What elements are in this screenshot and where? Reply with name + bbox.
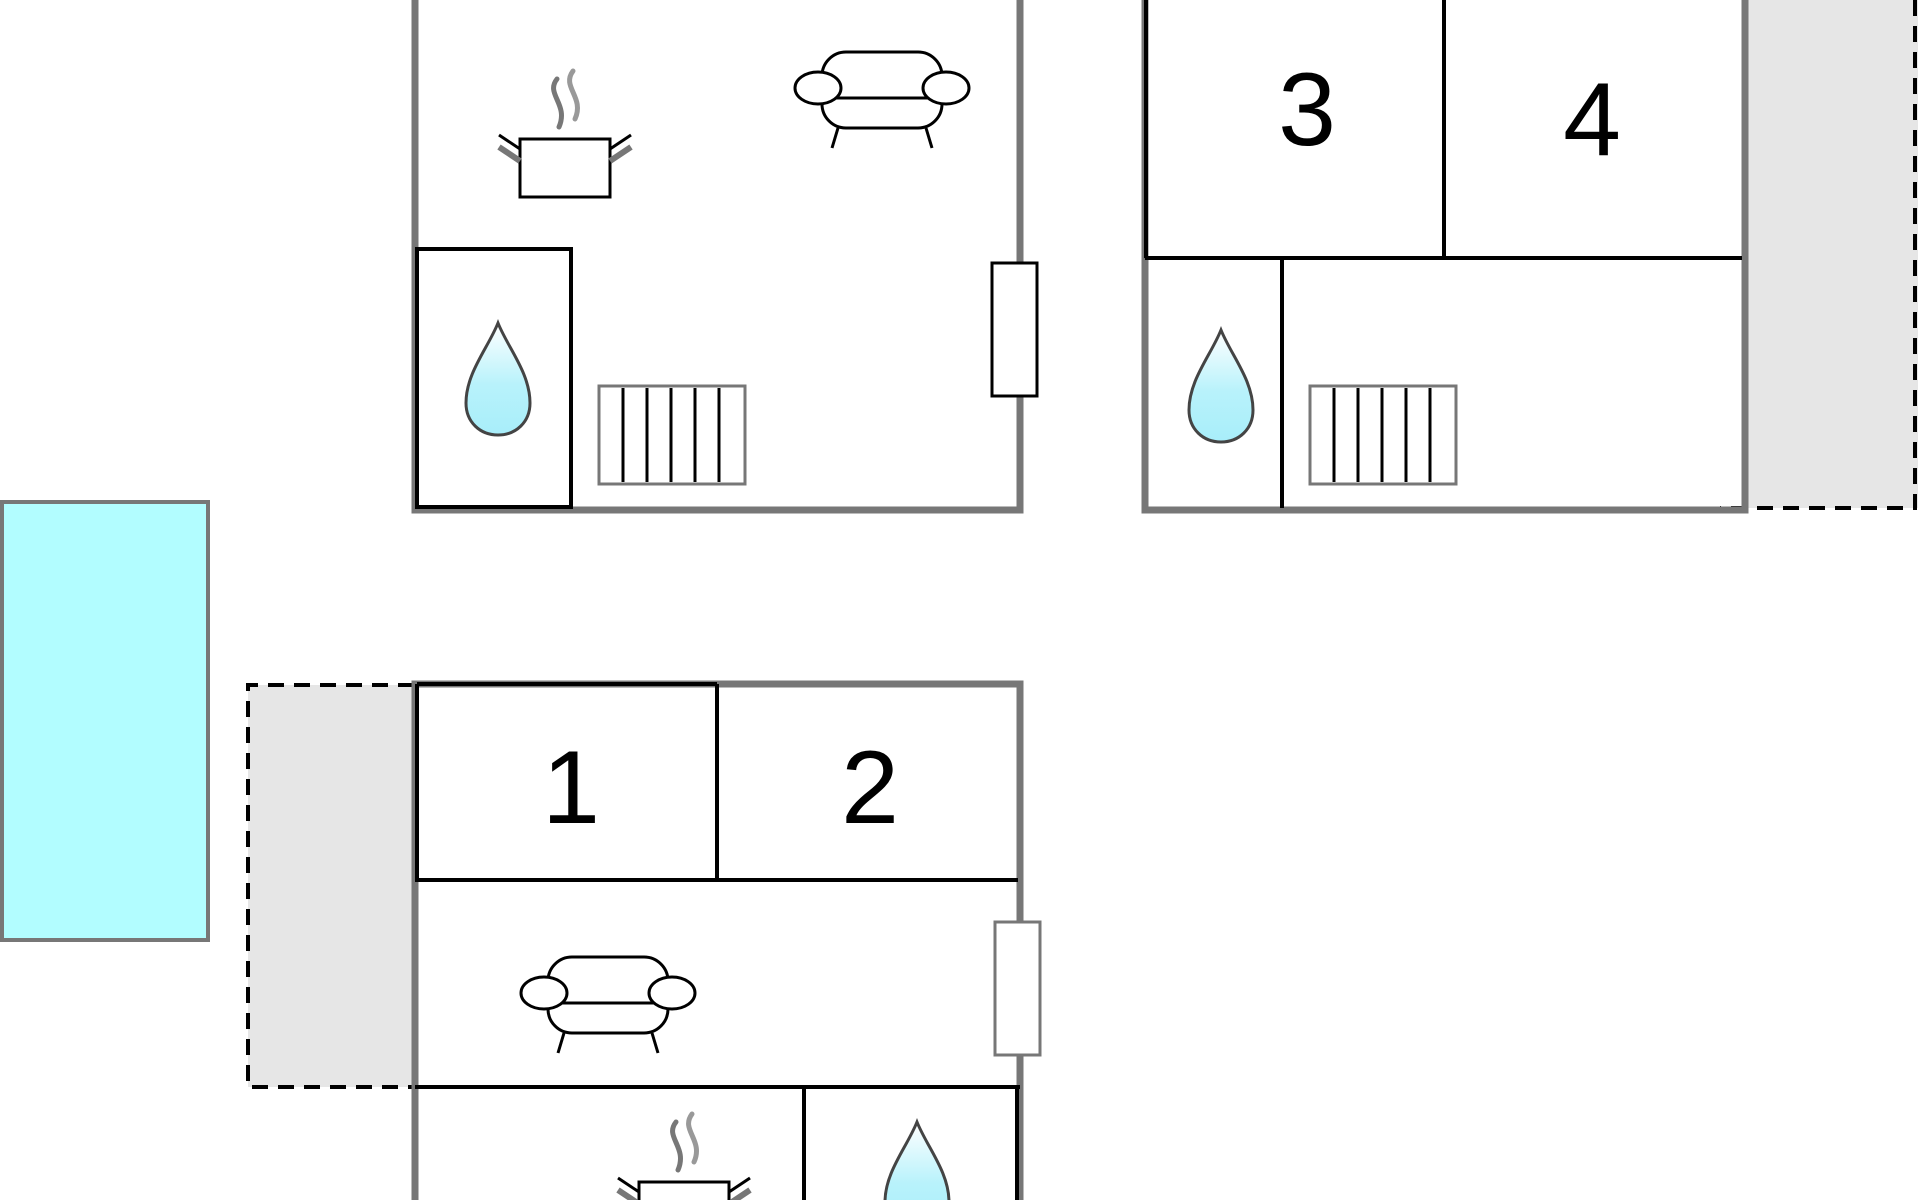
room-number-1: 1 bbox=[542, 730, 600, 846]
water-drop-icon bbox=[883, 1120, 951, 1200]
water-drop-icon bbox=[1187, 328, 1255, 444]
upper-left-block bbox=[411, 0, 1039, 514]
room-number-4: 4 bbox=[1563, 62, 1621, 178]
sofa-icon bbox=[519, 955, 697, 1055]
fireplace-icon bbox=[990, 261, 1039, 398]
upper-right-block: 3 4 bbox=[1141, 0, 1749, 514]
radiator-icon bbox=[597, 384, 747, 486]
terrace-lower bbox=[246, 683, 414, 1089]
bathroom bbox=[415, 247, 573, 509]
sofa-icon bbox=[793, 50, 971, 150]
cooking-pot-icon bbox=[618, 1114, 750, 1200]
cooking-pot-icon bbox=[499, 71, 631, 197]
room-number-2: 2 bbox=[841, 730, 899, 846]
water-drop-icon bbox=[464, 321, 532, 437]
pool bbox=[0, 500, 210, 942]
terrace-upper bbox=[1720, 0, 1918, 510]
radiator-icon bbox=[1308, 384, 1458, 486]
fireplace-icon bbox=[993, 920, 1042, 1057]
room-number-3: 3 bbox=[1278, 52, 1336, 168]
ground-floor-block: 1 2 bbox=[411, 680, 1042, 1200]
